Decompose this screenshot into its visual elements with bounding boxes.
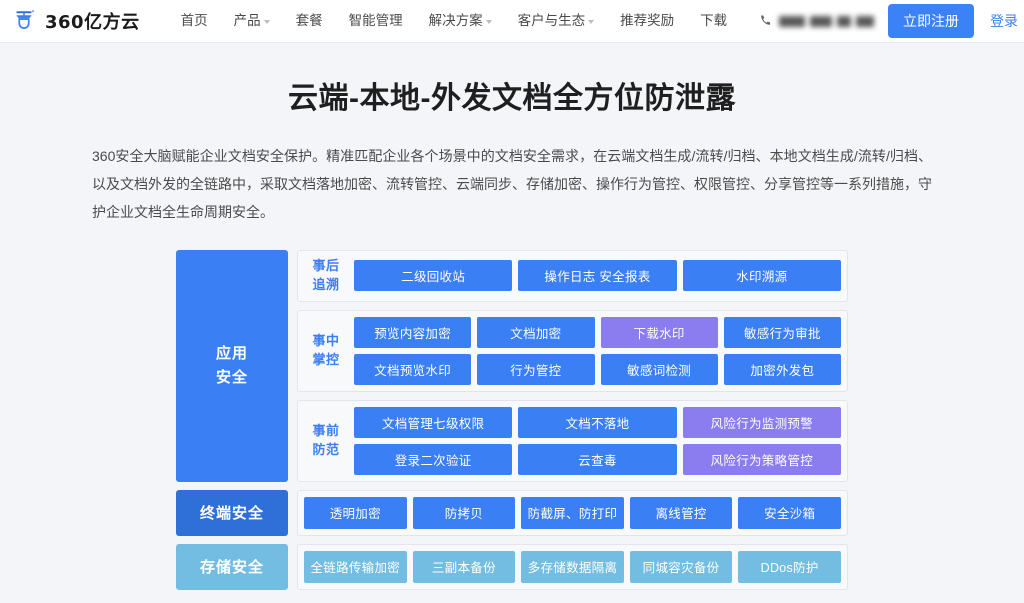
header-actions: 立即注册 登录 (759, 4, 1024, 38)
nav-item-referral-rewards[interactable]: 推荐奖励 (607, 0, 687, 42)
application-security-groups: 事后 追溯 二级回收站 操作日志 安全报表 水印溯源 事中 掌控 (297, 250, 848, 482)
tile-watermark-tracing[interactable]: 水印溯源 (682, 260, 841, 292)
endpoint-security-label: 终端安全 (176, 489, 288, 536)
shield-logo-icon (12, 8, 38, 34)
hero-description: 360安全大脑赋能企业文档安全保护。精准匹配企业各个场景中的文档安全需求，在云端… (92, 148, 932, 220)
tile-behavior-control[interactable]: 行为管控 (477, 353, 595, 385)
chevron-down-icon (588, 20, 595, 24)
application-security-block: 应用 安全 事后 追溯 二级回收站 操作日志 安全报表 水印溯源 (176, 250, 848, 482)
storage-security-label: 存储安全 (176, 543, 288, 590)
tile-full-link-transmission-encryption[interactable]: 全链路传输加密 (304, 550, 407, 583)
tile-row: 二级回收站 操作日志 安全报表 水印溯源 (354, 260, 841, 292)
tile-security-sandbox[interactable]: 安全沙箱 (738, 496, 841, 529)
group-label-line-2: 追溯 (312, 276, 340, 292)
group-label: 事后 追溯 (304, 257, 348, 295)
nav-item-customers-ecosystem[interactable]: 客户与生态 (505, 0, 608, 42)
tile-document-preview-watermark[interactable]: 文档预览水印 (354, 353, 472, 385)
nav-item-plans[interactable]: 套餐 (283, 0, 336, 42)
tile-row: 登录二次验证 云查毒 风险行为策略管控 (354, 443, 841, 475)
storage-security-tiles: 全链路传输加密 三副本备份 多存储数据隔离 同城容灾备份 DDos防护 (297, 543, 848, 590)
group-tiles: 二级回收站 操作日志 安全报表 水印溯源 (354, 260, 841, 292)
group-tiles: 文档管理七级权限 文档不落地 风险行为监测预警 登录二次验证 云查毒 风险行为策… (354, 406, 841, 475)
login-link[interactable]: 登录 (990, 13, 1018, 29)
tile-triple-replica-backup[interactable]: 三副本备份 (412, 550, 516, 583)
tile-transparent-encryption[interactable]: 透明加密 (304, 496, 407, 529)
hero-section: 云端-本地-外发文档全方位防泄露 360安全大脑赋能企业文档安全保护。精准匹配企… (0, 43, 1024, 226)
group-tiles: 预览内容加密 文档加密 下载水印 敏感行为审批 文档预览水印 行为管控 敏感词检… (354, 316, 841, 385)
nav-label: 产品 (233, 13, 261, 28)
tile-row: 文档预览水印 行为管控 敏感词检测 加密外发包 (354, 353, 841, 385)
tile-sensitive-word-detection[interactable]: 敏感词检测 (600, 353, 718, 385)
group-label-line-2: 掌控 (312, 351, 340, 367)
tile-recycle-bin[interactable]: 二级回收站 (354, 260, 513, 292)
group-label: 事前 防范 (304, 422, 348, 460)
register-button[interactable]: 立即注册 (888, 4, 974, 38)
nav-label: 套餐 (295, 13, 323, 28)
endpoint-security-block: 终端安全 透明加密 防拷贝 防截屏、防打印 离线管控 安全沙箱 (176, 489, 848, 536)
tile-row: 预览内容加密 文档加密 下载水印 敏感行为审批 (354, 316, 841, 348)
tile-anti-screenshot-anti-print[interactable]: 防截屏、防打印 (521, 496, 624, 529)
nav-label: 下载 (700, 13, 728, 28)
group-pre-incident-prevention: 事前 防范 文档管理七级权限 文档不落地 风险行为监测预警 登录二次验证 云查毒… (297, 399, 848, 482)
tile-document-encryption[interactable]: 文档加密 (477, 316, 595, 348)
application-security-label: 应用 安全 (176, 250, 288, 482)
tile-row: 文档管理七级权限 文档不落地 风险行为监测预警 (354, 406, 841, 438)
group-label-line-1: 事前 (312, 422, 340, 438)
group-post-incident-tracing: 事后 追溯 二级回收站 操作日志 安全报表 水印溯源 (297, 250, 848, 302)
group-label-line-2: 防范 (312, 441, 340, 457)
tile-anti-copy[interactable]: 防拷贝 (412, 496, 516, 529)
group-label-line-1: 事中 (312, 332, 340, 348)
tile-encrypted-external-package[interactable]: 加密外发包 (723, 353, 841, 385)
logo[interactable]: 360亿方云 (12, 8, 140, 34)
tile-preview-content-encryption[interactable]: 预览内容加密 (354, 316, 472, 348)
group-label-line-1: 事后 (312, 258, 340, 273)
tile-sensitive-behavior-approval[interactable]: 敏感行为审批 (723, 316, 841, 348)
nav-label: 首页 (180, 13, 208, 28)
group-in-process-control: 事中 掌控 预览内容加密 文档加密 下载水印 敏感行为审批 文档预览水印 行为管… (297, 309, 848, 392)
nav-label: 解决方案 (428, 13, 483, 28)
tile-risk-behavior-monitoring-alert[interactable]: 风险行为监测预警 (682, 406, 841, 438)
security-architecture-diagram: 应用 安全 事后 追溯 二级回收站 操作日志 安全报表 水印溯源 (176, 250, 848, 590)
tile-download-watermark[interactable]: 下载水印 (600, 316, 718, 348)
tile-multi-storage-data-isolation[interactable]: 多存储数据隔离 (521, 550, 624, 583)
contact-phone (759, 14, 874, 28)
site-header: 360亿方云 首页 产品 套餐 智能管理 解决方案 客户与生态 推荐奖励 下载 (0, 0, 1024, 43)
tile-ddos-protection[interactable]: DDos防护 (738, 550, 841, 583)
chevron-down-icon (485, 20, 492, 24)
nav-item-products[interactable]: 产品 (221, 0, 283, 42)
storage-security-block: 存储安全 全链路传输加密 三副本备份 多存储数据隔离 同城容灾备份 DDos防护 (176, 543, 848, 590)
label-line-1: 应用 (215, 344, 248, 362)
nav-label: 推荐奖励 (620, 13, 675, 28)
label-line-2: 安全 (215, 368, 248, 386)
phone-icon (759, 14, 773, 28)
tile-risk-behavior-policy-control[interactable]: 风险行为策略管控 (682, 443, 841, 475)
nav-item-download[interactable]: 下载 (687, 0, 740, 42)
tile-two-factor-login[interactable]: 登录二次验证 (354, 443, 513, 475)
nav-item-solutions[interactable]: 解决方案 (416, 0, 505, 42)
tile-seven-level-permissions[interactable]: 文档管理七级权限 (354, 406, 513, 438)
phone-number-redacted (779, 15, 874, 27)
endpoint-security-tiles: 透明加密 防拷贝 防截屏、防打印 离线管控 安全沙箱 (297, 489, 848, 536)
tile-cloud-antivirus[interactable]: 云查毒 (518, 443, 677, 475)
tile-offline-control[interactable]: 离线管控 (629, 496, 733, 529)
main-nav: 首页 产品 套餐 智能管理 解决方案 客户与生态 推荐奖励 下载 (168, 0, 741, 42)
nav-item-home[interactable]: 首页 (168, 0, 221, 42)
tile-operation-log-security-report[interactable]: 操作日志 安全报表 (518, 260, 677, 292)
chevron-down-icon (263, 20, 270, 24)
tile-no-local-storage[interactable]: 文档不落地 (518, 406, 677, 438)
group-label: 事中 掌控 (304, 332, 348, 370)
page-title: 云端-本地-外发文档全方位防泄露 (288, 82, 736, 115)
tile-same-city-disaster-backup[interactable]: 同城容灾备份 (629, 550, 733, 583)
nav-label: 客户与生态 (517, 13, 586, 28)
nav-item-smart-management[interactable]: 智能管理 (336, 0, 416, 42)
nav-label: 智能管理 (348, 13, 403, 28)
logo-text: 360亿方云 (45, 12, 140, 33)
